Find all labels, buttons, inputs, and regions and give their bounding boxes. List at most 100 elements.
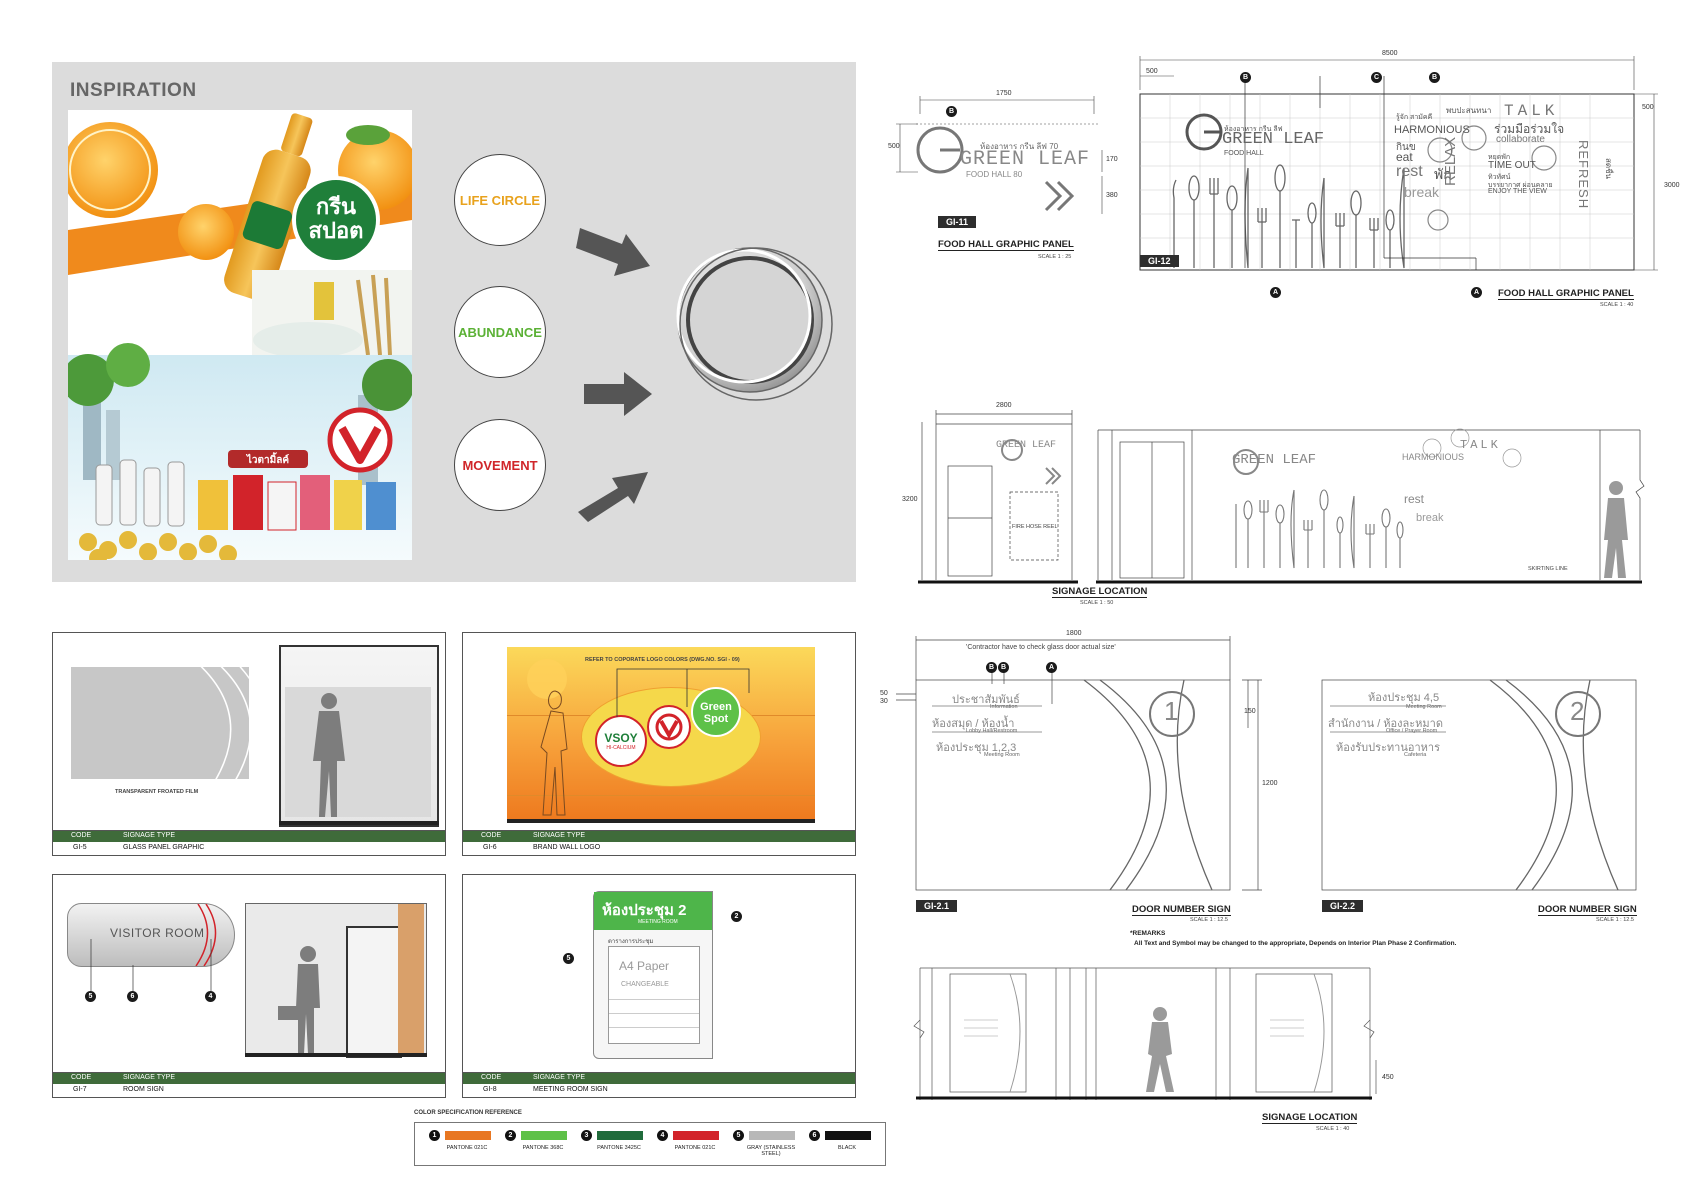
gi22-line-3-th: ห้องรับประทานอาหาร [1336,742,1440,754]
gi21-sign-drawing [896,636,1262,891]
swatch-num-2: 2 [505,1130,516,1141]
gi6-note: REFER TO COPORATE LOGO COLORS (DWG.NO. S… [585,657,740,663]
signage-location-title: SIGNAGE LOCATION [1052,586,1148,598]
gi5-panel: TRANSPARENT FROATED FILM CODE SIGNAGE TY… [52,632,446,856]
gi12-word: พบปะสนทนา [1446,106,1492,115]
swatch-3 [597,1131,643,1140]
gi7-code: GI-7 [73,1086,87,1093]
gi11-logo-big: GREEN LEAF [960,148,1091,171]
gi12-word: TIME OUT [1488,160,1536,171]
gi21-marker-b1: B [986,662,997,673]
corridor-dim-450: 450 [1382,1074,1394,1081]
logo-callout-lines [616,668,750,717]
inspiration-title: INSPIRATION [70,80,197,101]
gi22-title: DOOR NUMBER SIGN [1538,904,1637,916]
swatch-5 [749,1131,795,1140]
collage-artwork: กรีน สปอต ไวตามิ้ลค์ [68,110,412,560]
swatch-6 [825,1131,871,1140]
gi12-word: RELAX [1442,136,1459,186]
gi12-word: หยุดพัก [1488,154,1511,161]
gi12-word: ENJOY THE VIEW [1488,188,1547,195]
glass-door [279,645,439,827]
gi22-line-2-th: สำนักงาน / ห้องละหมาด [1328,718,1444,730]
swatch-label-5: GRAY (STAINLESS STEEL) [746,1145,796,1157]
gi21-line-1-th: ประชาสัมพันธ์ [952,694,1020,706]
gi12-logo-sub: FOOD HALL [1224,150,1264,157]
gi11-drawing: B 1750 500 170 380 ห้องอาหาร กรีน ลีฟ 70… [888,84,1120,264]
gi11-dim-380: 380 [1106,192,1118,199]
life-circle-word: LIFE CIRCLE [454,154,546,246]
inspiration-collage: กรีน สปอต ไวตามิ้ลค์ [68,110,412,560]
gi22-drawing: 2 ห้องประชุม 4,5 Meeting Room สำนักงาน /… [1320,678,1660,928]
swatch-label-4: PANTONE 021C [674,1145,716,1151]
gi12-marker-a1: A [1270,287,1281,298]
gi21-marker-a: A [1046,662,1057,673]
gi12-word: collaborate [1496,134,1545,145]
type-label: SIGNAGE TYPE [123,832,175,839]
visitor-room-text: VISITOR ROOM [110,926,205,940]
frosted-film [71,667,249,779]
swatch-label-3: PANTONE 3425C [597,1145,641,1151]
code-label: CODE [71,832,92,839]
signage-location-2-scale: SCALE 1 : 40 [1316,1126,1350,1132]
gi12-dim-500a: 500 [1146,68,1158,75]
gi11-dim-width: 1750 [996,90,1012,97]
gi22-scale: SCALE 1 : 12.5 [1596,917,1634,923]
elevation-logo-big: GREEN LEAF [1232,452,1317,468]
gi11-scale: SCALE 1 : 25 [1038,254,1072,260]
signage-location-2-title: SIGNAGE LOCATION [1262,1112,1358,1124]
swatch-num-1: 1 [429,1130,440,1141]
gi21-drawing: 1800 'Contractor have to check glass doo… [872,628,1278,926]
gi12-word: สดชื่น [1604,158,1613,179]
gi8-type: MEETING ROOM SIGN [533,1086,608,1093]
gi12-dim-500b: 500 [1642,104,1654,111]
gi8-panel: ห้องประชุม 2 MEETING ROOM ตารางการประชุม… [462,874,856,1098]
gi11-dim-170: 170 [1106,156,1118,163]
swatch-label-2: PANTONE 368C [522,1145,564,1151]
gi12-marker-c: C [1371,72,1382,83]
gi12-word: ร่วมมือร่วมใจ [1494,122,1565,136]
elevation-talk: TALK [1460,438,1501,452]
gi21-dim-width: 1800 [1066,630,1082,637]
room-marker-6: 6 [127,991,138,1002]
vitamilk-logo [647,705,691,749]
elevation-dim-width: 2800 [996,402,1012,409]
gi12-word: ทิวทัศน์ [1488,174,1511,181]
code-label: CODE [71,1074,92,1081]
glass-arcs [192,659,271,799]
gi21-scale: SCALE 1 : 12.5 [1190,917,1228,923]
gi22-sign-drawing [1321,679,1637,891]
gi12-word: บรรยากาศ ผ่อนคลาย [1488,182,1553,189]
movement-word: MOVEMENT [454,419,546,511]
svg-text:สปอต: สปอต [309,219,364,244]
meeting-marker-2: 2 [731,911,742,922]
gi12-word: TALK [1504,102,1559,120]
abundance-word: ABUNDANCE [454,286,546,378]
gi12-scale: SCALE 1 : 40 [1600,302,1634,308]
gi12-word: break [1404,184,1440,200]
gi12-word: พัก [1434,166,1452,182]
swatch-1 [445,1131,491,1140]
gi22-line-1-th: ห้องประชุม 4,5 [1368,692,1440,704]
code-label: CODE [481,832,502,839]
gi6-code: GI-6 [483,844,497,851]
gi21-marker-b2: B [998,662,1009,673]
swatch-label-1: PANTONE 021C [446,1145,488,1151]
gi22-code: GI-2.2 [1322,900,1364,912]
type-label: SIGNAGE TYPE [533,1074,585,1081]
gi12-word: กินข [1396,142,1416,153]
gi5-note: TRANSPARENT FROATED FILM [115,789,199,795]
gi6-type: BRAND WALL LOGO [533,844,601,851]
meeting-header: ห้องประชุม 2 MEETING ROOM [594,892,712,930]
swatch-label-6: BLACK [837,1145,857,1151]
color-spec-reference: COLOR SPECIFICATION REFERENCE 1 PANTONE … [414,1110,886,1166]
swatch-num-6: 6 [809,1130,820,1141]
gi12-drawing: B C B A A 8500 500 500 3000 ห้องอาหาร กร… [1124,48,1698,312]
elevation-drawing [918,410,1645,584]
gi12-word: รู้จัก สามัคคี [1396,114,1433,121]
gi12-word: rest [1396,163,1423,180]
swatch-num-4: 4 [657,1130,668,1141]
svg-text:ไวตามิ้ลค์: ไวตามิ้ลค์ [246,452,289,466]
swatch-4 [673,1131,719,1140]
room-leader-lines [90,939,212,991]
